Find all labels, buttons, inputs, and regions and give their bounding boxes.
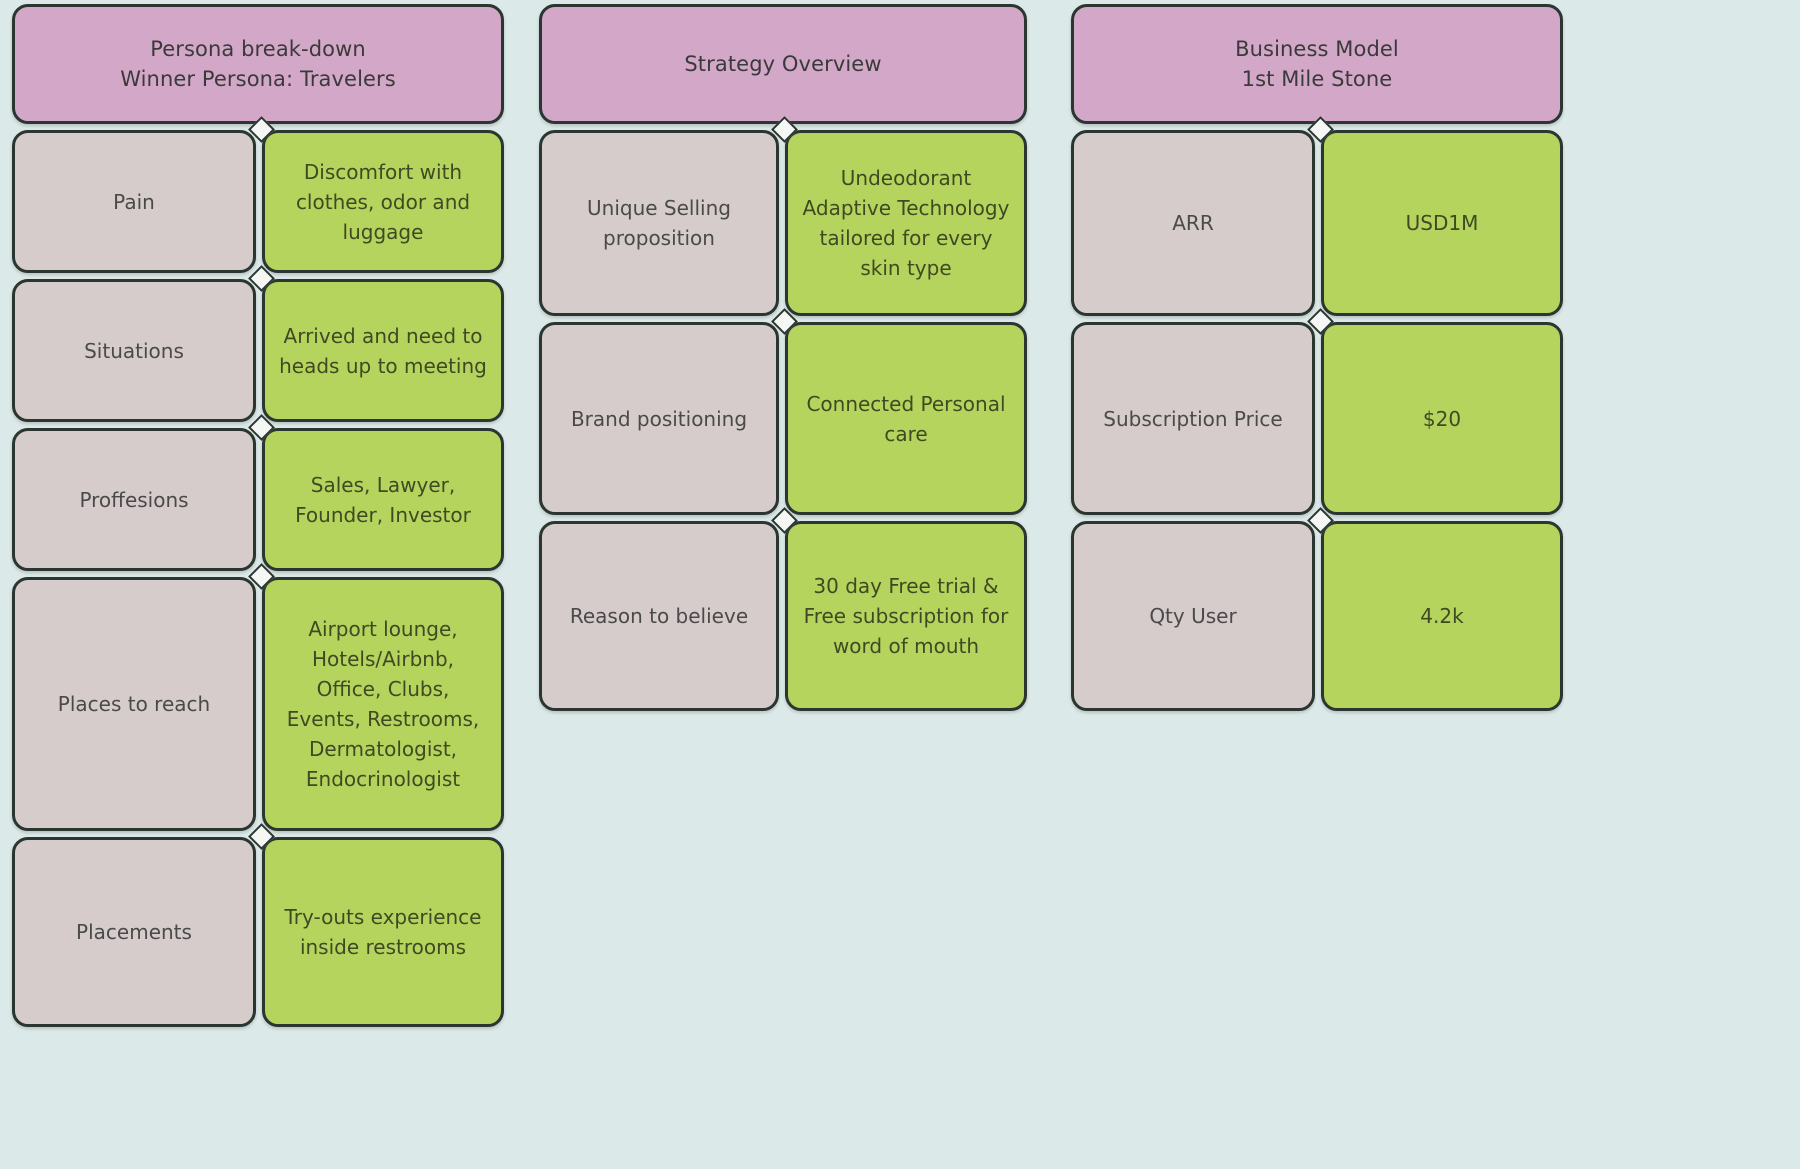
row-value-cell[interactable]: USD1M <box>1321 130 1563 316</box>
column-header-strategy-overview[interactable]: Strategy Overview <box>539 4 1027 124</box>
header-line-1: Business Model <box>1235 36 1399 61</box>
table-row: Qty User 4.2k <box>1071 521 1563 711</box>
row-label-text: Qty User <box>1149 604 1237 628</box>
header-line-1: Persona break-down <box>150 36 366 61</box>
table-row: ARR USD1M <box>1071 130 1563 316</box>
row-label-text: Reason to believe <box>569 604 749 628</box>
row-label-cell[interactable]: Pain <box>12 130 256 273</box>
row-value-text: Arrived and need to heads up to meeting <box>279 323 487 378</box>
row-value-cell[interactable]: Arrived and need to heads up to meeting <box>262 279 504 422</box>
header-line-2: 1st Mile Stone <box>1241 67 1393 91</box>
row-value-cell[interactable]: Airport lounge, Hotels/Airbnb, Office, C… <box>262 577 504 831</box>
row-value-text: Airport lounge, Hotels/Airbnb, Office, C… <box>286 617 480 791</box>
row-value-text: 4.2k <box>1420 604 1464 628</box>
row-label-cell[interactable]: Places to reach <box>12 577 256 831</box>
row-label-text: Pain <box>113 189 155 214</box>
row-label-text: Unique Selling proposition <box>587 196 731 250</box>
table-row: Unique Selling proposition Undeodorant Ad… <box>539 130 1027 316</box>
row-label-cell[interactable]: Situations <box>12 279 256 422</box>
row-label-cell[interactable]: Proffesions <box>12 428 256 571</box>
column-rows: Unique Selling proposition Undeodorant Ad… <box>539 116 1027 711</box>
row-value-text: $20 <box>1422 406 1462 431</box>
table-row: Brand positioning Connected Personal care <box>539 322 1027 515</box>
row-value-text: 30 day Free trial & Free subscription fo… <box>803 574 1009 658</box>
row-value-text: Connected Personal care <box>806 391 1006 446</box>
row-label-text: Placements <box>76 920 192 944</box>
row-value-cell[interactable]: Undeodorant Adaptive Technology tailored… <box>785 130 1027 316</box>
row-label-text: Situations <box>84 338 184 363</box>
table-row: Subscription Price $20 <box>1071 322 1563 515</box>
table-row: Proffesions Sales, Lawyer, Founder, Inves… <box>12 428 504 571</box>
row-label-text: Places to reach <box>57 692 211 716</box>
row-value-cell[interactable]: 4.2k <box>1321 521 1563 711</box>
row-label-cell[interactable]: Subscription Price <box>1071 322 1315 515</box>
row-value-text: Try-outs experience inside restrooms <box>284 905 482 959</box>
table-row: Situations Arrived and need to heads up t… <box>12 279 504 422</box>
row-label-cell[interactable]: Qty User <box>1071 521 1315 711</box>
row-label-cell[interactable]: Placements <box>12 837 256 1027</box>
row-value-text: Sales, Lawyer, Founder, Investor <box>295 472 471 527</box>
column-rows: Pain Discomfort with clothes, odor and lu… <box>12 116 504 1027</box>
row-label-text: Subscription Price <box>1103 406 1283 431</box>
row-label-text: ARR <box>1172 211 1214 235</box>
header-line-2: Winner Persona: Travelers <box>120 67 396 91</box>
row-value-cell[interactable]: $20 <box>1321 322 1563 515</box>
column-header-text: Strategy Overview <box>684 49 881 79</box>
column-header-text: Business Model 1st Mile Stone <box>1235 34 1399 95</box>
row-label-cell[interactable]: Reason to believe <box>539 521 779 711</box>
header-line-1: Strategy Overview <box>684 51 882 76</box>
table-row: Placements Try-outs experience inside res… <box>12 837 504 1027</box>
table-row: Pain Discomfort with clothes, odor and lu… <box>12 130 504 273</box>
row-label-text: Proffesions <box>79 487 189 512</box>
row-value-text: Discomfort with clothes, odor and luggag… <box>295 159 471 244</box>
column-header-business-model[interactable]: Business Model 1st Mile Stone <box>1071 4 1563 124</box>
row-value-text: USD1M <box>1405 211 1479 235</box>
row-label-cell[interactable]: Unique Selling proposition <box>539 130 779 316</box>
row-value-cell[interactable]: Sales, Lawyer, Founder, Investor <box>262 428 504 571</box>
row-label-cell[interactable]: Brand positioning <box>539 322 779 515</box>
table-row: Places to reach Airport lounge, Hotels/Ai… <box>12 577 504 831</box>
row-value-cell[interactable]: Connected Personal care <box>785 322 1027 515</box>
row-label-cell[interactable]: ARR <box>1071 130 1315 316</box>
row-value-cell[interactable]: 30 day Free trial & Free subscription fo… <box>785 521 1027 711</box>
row-value-text: Undeodorant Adaptive Technology tailored… <box>802 166 1010 280</box>
row-value-cell[interactable]: Discomfort with clothes, odor and luggag… <box>262 130 504 273</box>
table-row: Reason to believe 30 day Free trial & Fre… <box>539 521 1027 711</box>
row-label-text: Brand positioning <box>570 406 748 431</box>
row-value-cell[interactable]: Try-outs experience inside restrooms <box>262 837 504 1027</box>
